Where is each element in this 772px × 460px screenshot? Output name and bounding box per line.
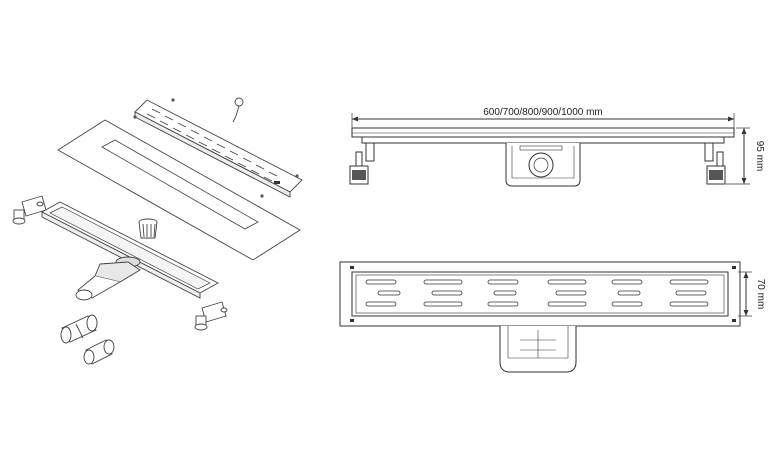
width-dimension-label: 600/700/800/900/1000 mm	[483, 107, 603, 118]
sealing-membrane-part	[57, 119, 301, 261]
grate-slots	[365, 279, 709, 307]
exploded-view	[12, 97, 303, 365]
front-outlet-trap	[505, 143, 581, 187]
width-70-dimension-label: 70 mm	[755, 279, 766, 310]
grate-frame	[351, 271, 729, 317]
channel-profile	[351, 127, 735, 138]
outlet-pipe-part	[60, 314, 98, 344]
height-dimension-label: 95 mm	[754, 141, 765, 172]
outlet-adapter-part	[83, 339, 115, 365]
front-view	[349, 113, 750, 187]
lifting-hook-part	[232, 97, 244, 123]
front-foot-right	[704, 142, 726, 185]
adjustable-foot-left	[12, 195, 47, 225]
strainer-basket-part	[138, 218, 158, 239]
front-foot-left	[349, 142, 375, 185]
channel-body-part	[41, 201, 219, 301]
top-view	[339, 261, 752, 373]
adjustable-foot-right	[194, 301, 228, 331]
grate-part	[133, 98, 303, 198]
top-outlet	[499, 326, 577, 373]
